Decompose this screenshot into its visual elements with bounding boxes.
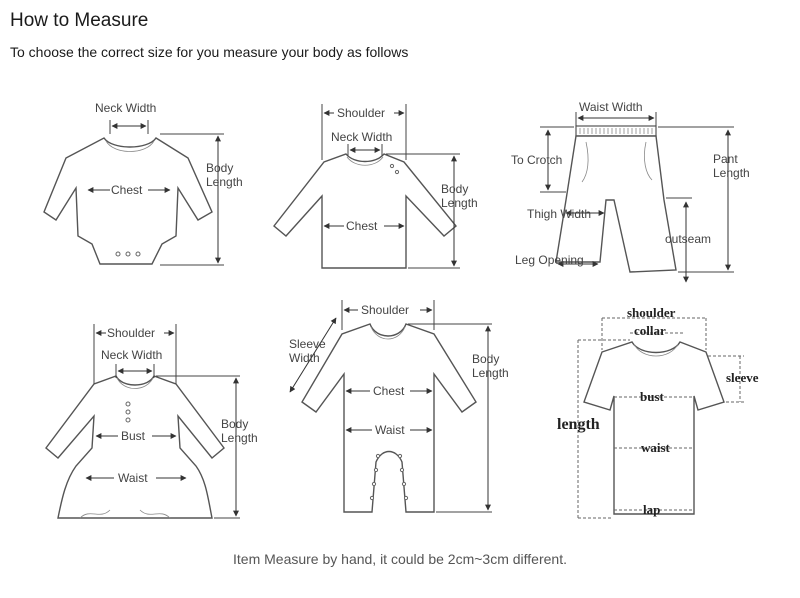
page-subtitle: To choose the correct size for you measu… — [10, 44, 409, 60]
pants-to-crotch-label: To Crotch — [511, 153, 562, 167]
romper-shape — [301, 323, 477, 513]
top-shape — [273, 153, 457, 269]
tshirt-waist-label: waist — [641, 440, 671, 455]
tshirt-sleeve-label: sleeve — [726, 370, 759, 385]
dress-diagram: Shoulder Neck Width Bust Waist Body Leng… — [45, 324, 258, 519]
pants-length-label-1: Pant — [713, 152, 738, 166]
top-body-length-label-2: Length — [441, 196, 478, 210]
romper-sleeve-width-label-1: Sleeve — [289, 337, 326, 351]
bodysuit-chest-label: Chest — [111, 183, 143, 197]
romper-waist-label: Waist — [375, 423, 405, 437]
bodysuit-body-length-label-2: Length — [206, 175, 243, 189]
top-shoulder-label: Shoulder — [337, 106, 385, 120]
bodysuit-shape — [43, 137, 213, 265]
tshirt-diagram: shoulder collar sleeve bust length waist… — [557, 305, 759, 519]
dress-waist-label: Waist — [118, 471, 148, 485]
romper-sleeve-width-label-2: Width — [289, 351, 320, 365]
bodysuit-body-length-label-1: Body — [206, 161, 233, 175]
romper-shoulder-label: Shoulder — [361, 303, 409, 317]
tshirt-length-label: length — [557, 416, 600, 433]
romper-body-length-label-2: Length — [472, 366, 509, 380]
pants-leg-opening-label: Leg Opening — [515, 253, 584, 267]
dress-neck-width-label: Neck Width — [101, 348, 162, 362]
bodysuit-diagram: Neck Width Chest Body Length — [43, 101, 243, 266]
tshirt-shape — [583, 341, 725, 515]
romper-body-length-label-1: Body — [472, 352, 499, 366]
pants-length-label-2: Length — [713, 166, 750, 180]
dress-body-length-label-2: Length — [221, 431, 258, 445]
pants-diagram: Waist Width To Crotch Pant Length Thigh … — [511, 100, 750, 283]
tshirt-collar-label: collar — [634, 323, 666, 338]
tshirt-bust-label: bust — [640, 389, 665, 404]
top-chest-label: Chest — [346, 219, 378, 233]
romper-diagram: Shoulder Sleeve Width Chest Waist Body L… — [289, 300, 509, 513]
dress-shape — [45, 375, 225, 519]
dress-bust-label: Bust — [121, 429, 146, 443]
pants-outseam-label: outseam — [665, 232, 711, 246]
pants-thigh-width-label: Thigh Width — [527, 207, 591, 221]
top-body-length-label-1: Body — [441, 182, 468, 196]
dress-body-length-label-1: Body — [221, 417, 248, 431]
top-neck-width-label: Neck Width — [331, 130, 392, 144]
bodysuit-neck-width-label: Neck Width — [95, 101, 156, 115]
romper-chest-label: Chest — [373, 384, 405, 398]
dress-shoulder-label: Shoulder — [107, 326, 155, 340]
page-title: How to Measure — [10, 10, 149, 31]
pants-waist-width-label: Waist Width — [579, 100, 643, 114]
tshirt-shoulder-label: shoulder — [627, 305, 676, 320]
footer-note: Item Measure by hand, it could be 2cm~3c… — [233, 551, 567, 567]
tshirt-lap-label: lap — [643, 502, 660, 517]
top-diagram: Shoulder Neck Width Chest Body Length — [273, 104, 478, 269]
pants-shape — [555, 135, 677, 273]
